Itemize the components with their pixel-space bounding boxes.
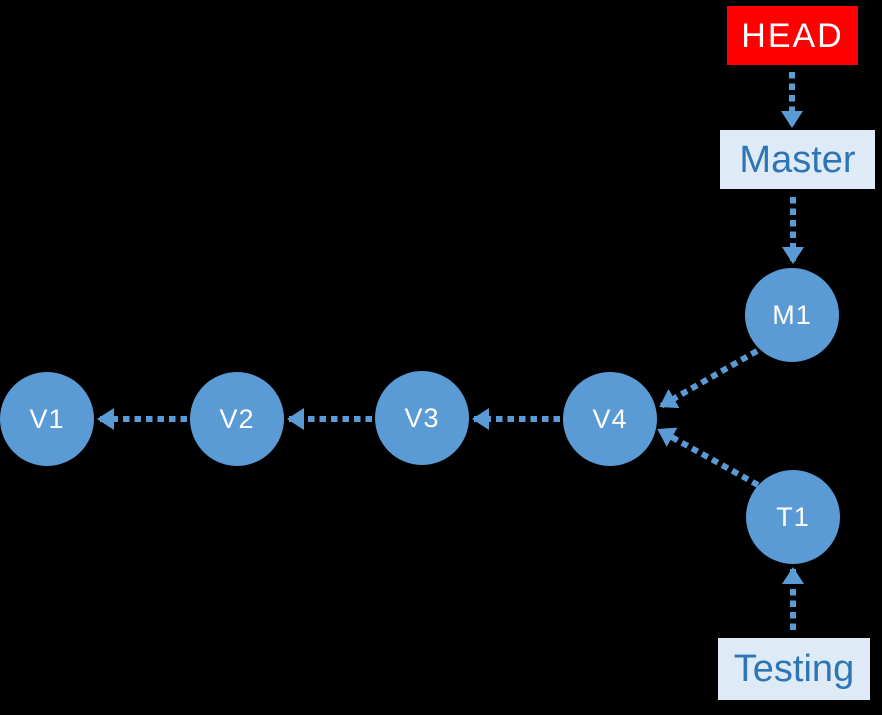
arrow-m1-to-v4 — [659, 348, 759, 409]
arrow-t1-to-v4 — [657, 427, 760, 488]
head-pointer-box: HEAD — [727, 6, 858, 65]
commit-label-v3: V3 — [404, 402, 440, 433]
master-branch-box: Master — [720, 130, 875, 189]
head-pointer-label: HEAD — [741, 16, 844, 55]
commit-node-v3: V3 — [375, 371, 469, 465]
commit-node-v1: V1 — [0, 372, 94, 466]
commit-node-m1: M1 — [745, 268, 839, 362]
testing-branch-box: Testing — [718, 638, 870, 700]
commit-node-t1: T1 — [746, 470, 840, 564]
commit-node-v4: V4 — [563, 372, 657, 466]
master-branch-label: Master — [739, 138, 856, 181]
commit-label-v2: V2 — [219, 403, 255, 434]
commit-label-t1: T1 — [776, 501, 810, 532]
commit-label-v4: V4 — [592, 403, 628, 434]
commit-label-v1: V1 — [29, 403, 65, 434]
testing-branch-label: Testing — [733, 648, 855, 690]
commit-node-v2: V2 — [190, 372, 284, 466]
commit-label-m1: M1 — [772, 299, 812, 330]
